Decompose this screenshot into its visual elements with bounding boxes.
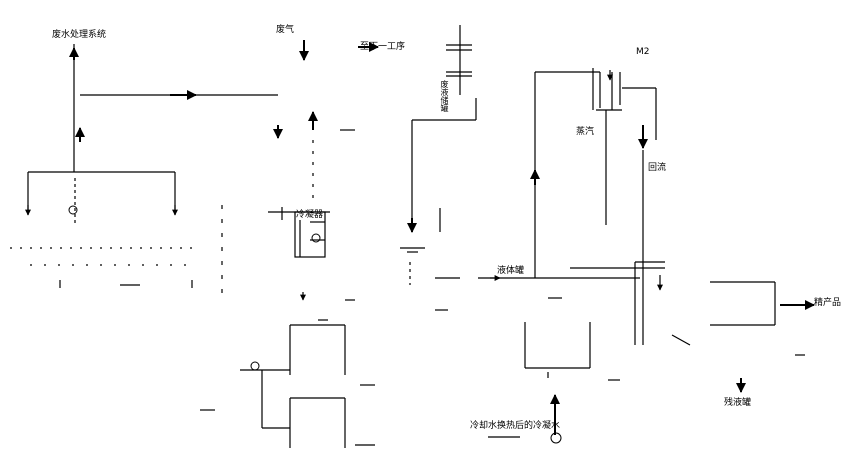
label-waste-tank: 废液储罐 xyxy=(440,80,449,112)
label-exhaust-gas: 废气 xyxy=(276,25,295,35)
label-liquid-tank: 液体罐 xyxy=(497,266,525,276)
label-m2: M2 xyxy=(636,47,650,57)
label-condensate: 冷却水换热后的冷凝水 xyxy=(470,421,561,431)
label-steam: 蒸汽 xyxy=(576,127,595,137)
label-reflux: 回流 xyxy=(648,163,667,173)
label-product: 精产品 xyxy=(814,298,842,308)
label-wastewater-system: 废水处理系统 xyxy=(52,30,107,40)
label-condenser: 冷凝器 xyxy=(296,210,324,220)
label-next-step: 至下一工序 xyxy=(360,42,406,52)
label-residue-tank: 残液罐 xyxy=(724,398,752,408)
